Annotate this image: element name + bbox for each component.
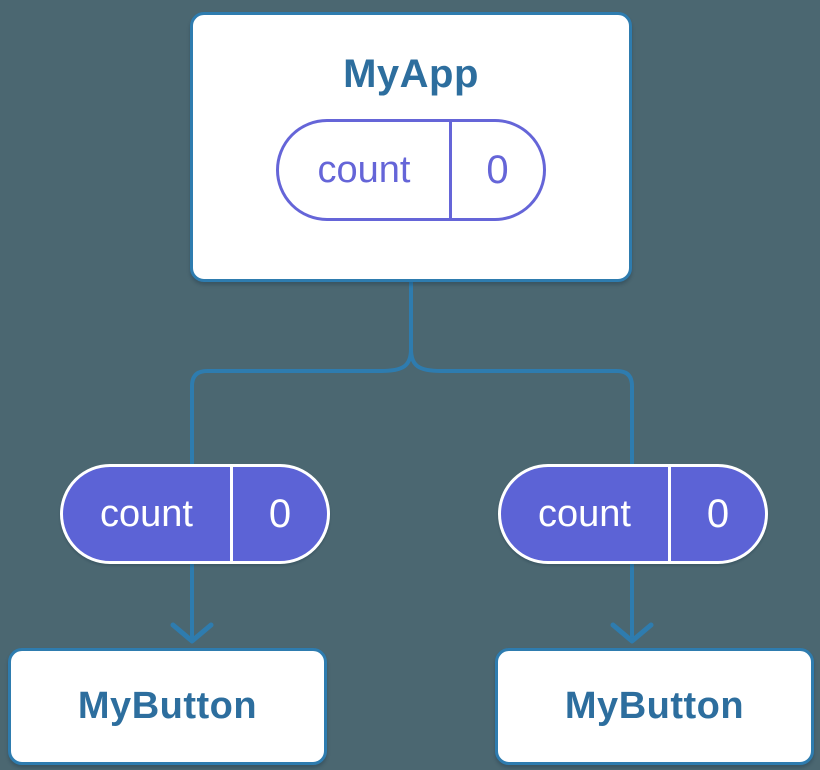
state-pill-label-segment: count (279, 122, 452, 218)
state-pill-value-segment: 0 (671, 467, 765, 561)
component-card-mybutton-left: MyButton (8, 648, 327, 765)
left-branch-connector (190, 348, 413, 464)
state-pill-label-segment: count (63, 467, 233, 561)
state-pill-value-segment: 0 (233, 467, 327, 561)
right-down-arrow-icon (610, 622, 654, 644)
state-pill-filled-right: count 0 (498, 464, 768, 564)
state-label: count (100, 492, 193, 535)
state-pill-filled-left: count 0 (60, 464, 330, 564)
state-pill-value-segment: 0 (452, 122, 543, 218)
state-label: count (538, 492, 631, 535)
component-card-mybutton-right: MyButton (495, 648, 814, 765)
component-title: MyButton (564, 684, 745, 727)
component-title: MyButton (77, 684, 258, 727)
state-pill-outline: count 0 (276, 119, 546, 221)
state-value: 0 (706, 491, 730, 536)
state-value: 0 (268, 491, 292, 536)
state-pill-label-segment: count (501, 467, 671, 561)
left-down-arrow-icon (170, 622, 214, 644)
component-title: MyApp (343, 52, 479, 96)
state-value: 0 (486, 147, 509, 192)
component-card-myapp: MyApp count 0 (190, 12, 632, 282)
state-label: count (317, 148, 411, 191)
right-branch-connector (409, 348, 634, 464)
